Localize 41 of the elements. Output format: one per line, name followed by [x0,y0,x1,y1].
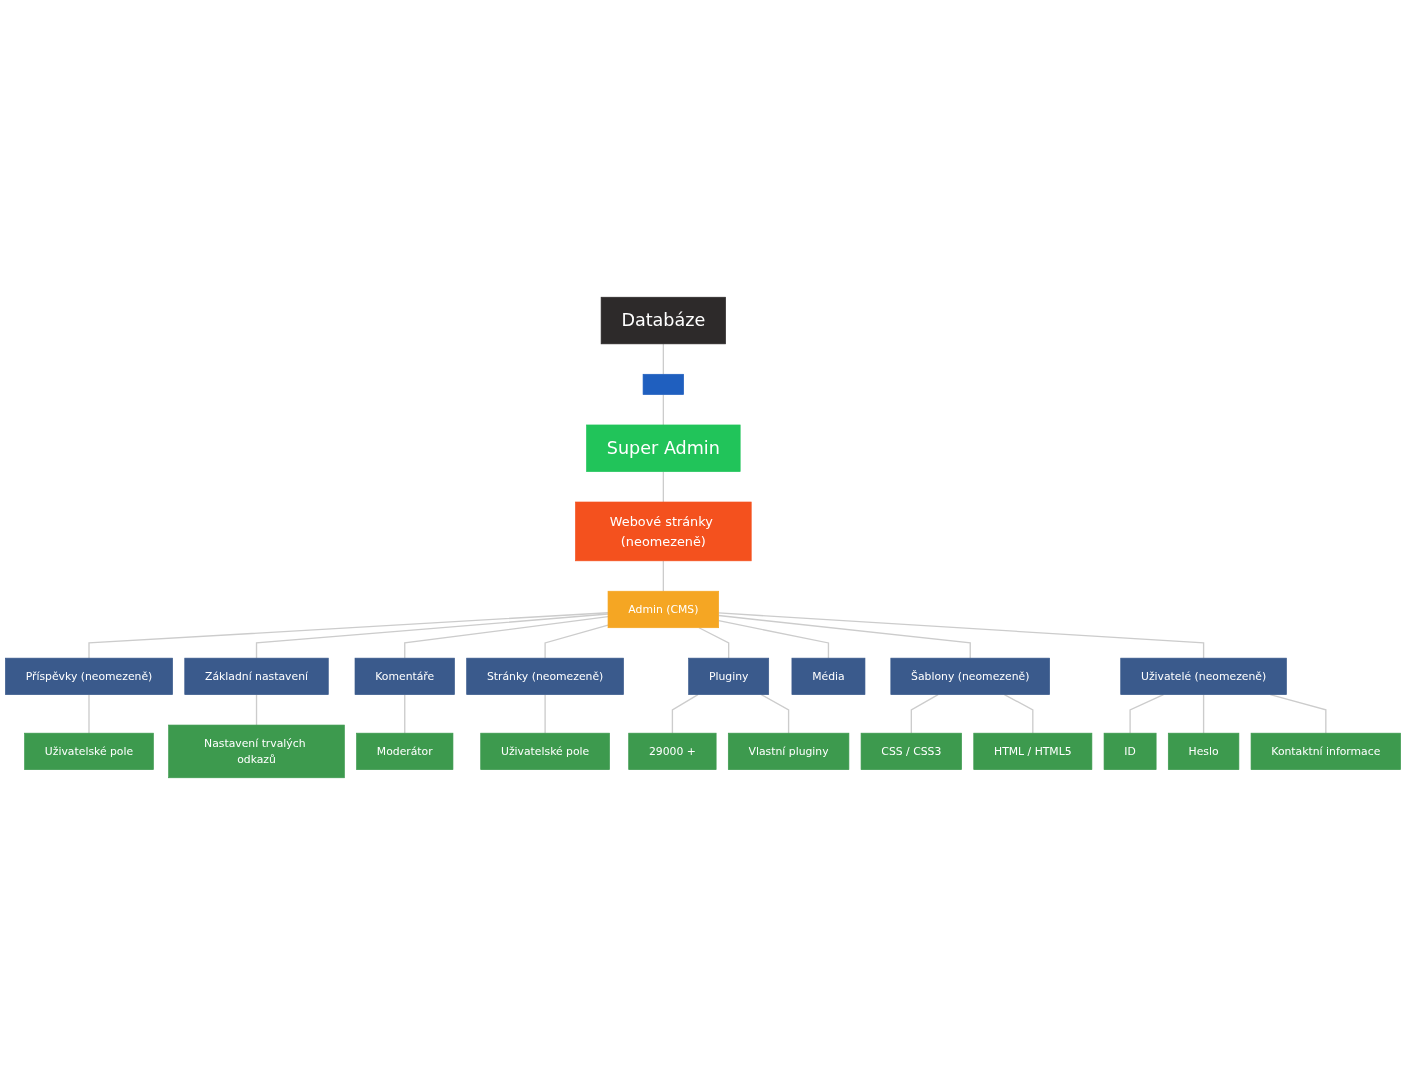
connector [544,624,609,659]
node-box: Super Admin [586,424,741,472]
node-box: Pluginy [688,657,770,695]
connector [698,627,730,659]
node-box: CSS / CSS3 [860,732,962,770]
node-box: Webové stránky (neomezeně) [575,501,752,562]
node-box: Nastavení trvalých odkazů [168,724,345,779]
node-box: ID [1103,732,1157,770]
node-box: Heslo [1167,732,1240,770]
node-box: Příspěvky (neomezeně) [5,657,173,695]
node-box: HTML / HTML5 [973,732,1093,770]
connector [544,693,546,734]
connector [1202,693,1205,734]
node-box: Šablony (neomezeně) [890,657,1050,695]
connector [662,560,665,592]
node-box: Stránky (neomezeně) [466,657,624,695]
connector [255,693,258,726]
node-box: Admin (CMS) [607,590,719,629]
connector [404,615,609,659]
connector [718,620,830,659]
connector [718,614,971,659]
node-box: Uživatelé (neomezeně) [1120,657,1287,695]
node-box: Moderátor [356,732,454,770]
node-box: Vlastní pluginy [727,732,850,770]
node-box: Základní nastavení [184,657,329,695]
node-box [642,373,684,395]
connector [662,343,665,375]
node-box: Média [791,657,866,695]
connector [404,693,406,734]
node-box: 29000 + [628,732,717,770]
node-box: Databáze [600,296,726,345]
node-box: Uživatelské pole [480,732,610,770]
connector [88,612,609,659]
node-box: Komentáře [354,657,455,695]
node-box: Kontaktní informace [1250,732,1401,770]
connector [718,612,1205,659]
node-box: Uživatelské pole [24,732,154,770]
connector [255,613,609,659]
connector [88,693,90,734]
connector [662,393,665,426]
connector [662,470,665,503]
